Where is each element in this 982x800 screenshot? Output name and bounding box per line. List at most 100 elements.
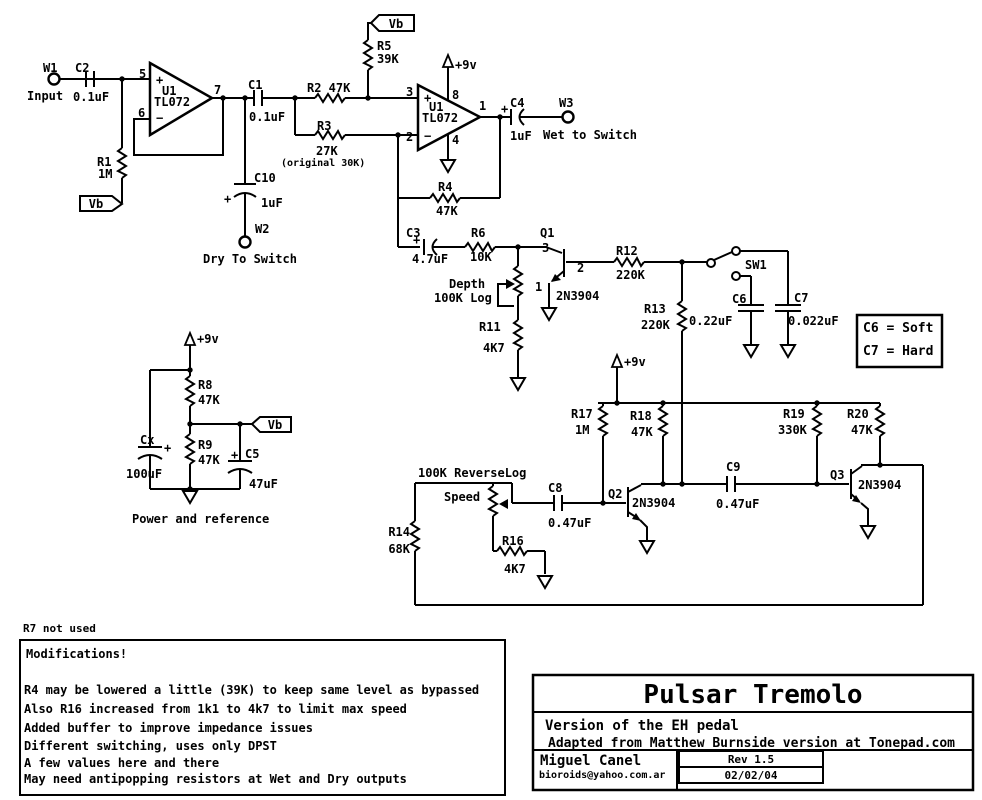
c7-ref: C7: [794, 291, 808, 305]
title-block-rev: Rev 1.5: [728, 753, 774, 766]
wet-to-switch-label: Wet to Switch: [543, 128, 637, 142]
c6-ref: C6: [732, 292, 746, 306]
title-block-credit: Adapted from Matthew Burnside version at…: [548, 736, 955, 751]
r20-ref: R20: [847, 407, 869, 421]
r3-note: (original 30K): [281, 157, 365, 169]
transistor-bars: [563, 249, 852, 517]
mods-line-2: Also R16 increased from 1k1 to 4k7 to li…: [24, 702, 407, 716]
c2-ref: C2: [75, 61, 89, 75]
q1-pin-b: 2: [577, 261, 584, 275]
u1b-minus-input: −: [424, 129, 431, 143]
sw1-label: SW1: [745, 258, 767, 272]
r5-ref: R5: [377, 39, 391, 53]
c7-value: 0.022uF: [788, 314, 839, 328]
c5-ref: C5: [245, 447, 259, 461]
cap-note-box: [855, 313, 944, 369]
r2-label: R2 47K: [307, 81, 351, 95]
input-terminal: [47, 72, 61, 86]
r3-value: 27K: [316, 144, 338, 158]
mods-line-1: R4 may be lowered a little (39K) to keep…: [24, 683, 479, 697]
title-block-author: Miguel Canel: [540, 753, 641, 769]
u1a-ref: U1: [162, 84, 176, 98]
speed-pot-name: Speed: [444, 490, 480, 504]
c8-ref: C8: [548, 481, 562, 495]
capacitor-plates: [85, 71, 801, 511]
q2-ref: Q2: [608, 487, 622, 501]
title-block-subtitle: Version of the EH pedal: [545, 718, 739, 734]
cx-ref: Cx: [140, 433, 154, 447]
vb-tag-label-2: Vb: [389, 17, 403, 31]
mods-line-4: Different switching, uses only DPST: [24, 739, 277, 753]
cx-value: 100uF: [126, 467, 162, 481]
r8-value: 47K: [198, 393, 220, 407]
mods-box: [19, 639, 506, 796]
u1b-pin3: 3: [406, 85, 413, 99]
c5-polarity: +: [231, 448, 238, 462]
u1a-pin7: 7: [214, 83, 221, 97]
depth-pot-value: 100K Log: [434, 291, 492, 305]
r17-ref: R17: [571, 407, 593, 421]
u1b-pin4: 4: [452, 133, 459, 147]
cap-note-line2: C7 = Hard: [863, 344, 933, 359]
r19-ref: R19: [783, 407, 805, 421]
dry-to-switch-label: Dry To Switch: [203, 252, 297, 266]
c10-value: 1uF: [261, 196, 283, 210]
r16-value: 4K7: [504, 562, 526, 576]
r5-value: 39K: [377, 52, 399, 66]
r11-value: 4K7: [483, 341, 505, 355]
c4-polarity: +: [501, 102, 508, 116]
r11-ref: R11: [479, 320, 501, 334]
mods-line-3: Added buffer to improve impedance issues: [24, 721, 313, 735]
q1-pin-e: 1: [535, 280, 542, 294]
title-block-date: 02/02/04: [725, 769, 778, 782]
c9-ref: C9: [726, 460, 740, 474]
vb-tag-label-3: Vb: [268, 418, 282, 432]
c5-value: 47uF: [249, 477, 278, 491]
mods-line-5: A few values here and there: [24, 756, 219, 770]
r12-ref: R12: [616, 244, 638, 258]
r19-value: 330K: [778, 423, 808, 437]
r9-ref: R9: [198, 438, 212, 452]
r18-ref: R18: [630, 409, 652, 423]
c2-value: 0.1uF: [73, 90, 109, 104]
arrowheads: [499, 274, 861, 521]
v9-arrows: [184, 54, 623, 368]
switch-sw1: [706, 246, 741, 281]
cap-note-line1: C6 = Soft: [863, 321, 933, 336]
w3-label: W3: [559, 96, 573, 110]
opamp-u1b: [416, 82, 483, 153]
c1-ref: C1: [248, 78, 262, 92]
r12-value: 220K: [616, 268, 646, 282]
u1a-pin5: 5: [139, 67, 146, 81]
u1b-ref: U1: [429, 100, 443, 114]
u1a-minus-input: −: [156, 111, 163, 125]
r4-ref: R4: [438, 180, 452, 194]
v9-label-1: +9v: [455, 58, 477, 72]
cx-polarity: +: [164, 441, 171, 455]
u1b-pin8: 8: [452, 88, 459, 102]
w2-label: W2: [255, 222, 269, 236]
q1-part: 2N3904: [556, 289, 599, 303]
r6-value: 10K: [470, 250, 492, 264]
c1-value: 0.1uF: [249, 110, 285, 124]
vb-tag-label-1: Vb: [89, 197, 103, 211]
q3-part: 2N3904: [858, 478, 901, 492]
u1a-part: TL072: [154, 95, 190, 109]
wet-terminal: [561, 110, 575, 124]
title-block-title: Pulsar Tremolo: [643, 680, 862, 710]
r3-ref: R3: [317, 119, 331, 133]
c4-ref: C4: [510, 96, 524, 110]
c6-value: 0.22uF: [689, 314, 732, 328]
r9-value: 47K: [198, 453, 220, 467]
r16-ref: R16: [502, 534, 524, 548]
vb-tags: [79, 14, 415, 433]
r18-value: 47K: [631, 425, 653, 439]
u1b-plus-input: +: [424, 91, 431, 105]
c3-polarity: +: [413, 233, 420, 247]
title-block: [531, 673, 975, 792]
c4-value: 1uF: [510, 129, 532, 143]
r8-ref: R8: [198, 378, 212, 392]
w1-label: W1: [43, 61, 57, 75]
